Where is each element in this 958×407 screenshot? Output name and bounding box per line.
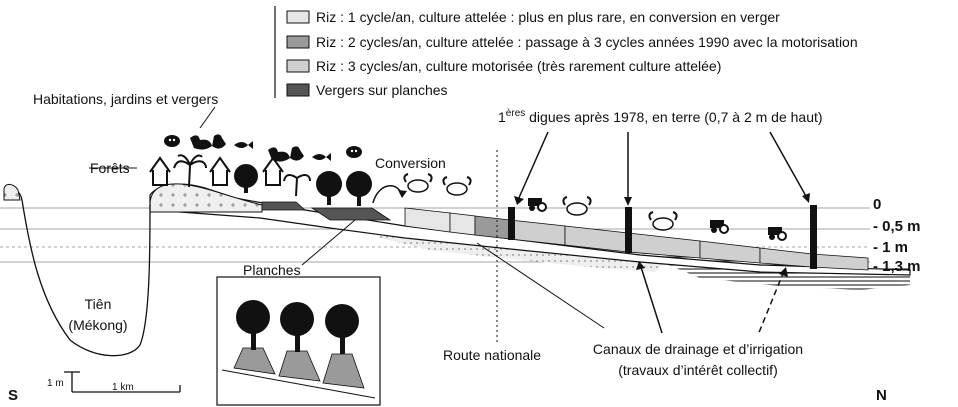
legend-swatch (286, 59, 310, 73)
paddy-2-cycles (474, 215, 511, 240)
buffalo-icon (562, 196, 592, 216)
scale-horizontal: 1 km (112, 382, 134, 393)
chicken-icon (290, 146, 304, 161)
planches-inset (216, 276, 381, 406)
tree-icon (346, 171, 372, 206)
duck-icon (268, 147, 290, 162)
conversion-label: Conversion (375, 155, 446, 171)
levee-forest (149, 183, 263, 213)
canal-pointer (476, 242, 605, 329)
route-label: Route nationale (443, 347, 541, 363)
legend-label: Riz : 1 cycle/an, culture attelée : plus… (316, 9, 780, 25)
tree-icon (316, 171, 342, 205)
river-channel (5, 187, 151, 357)
left-bank (3, 183, 21, 201)
paddy-1-cycle (449, 212, 476, 236)
legend-swatch (286, 10, 310, 24)
planches-label: Planches (243, 262, 301, 278)
legend-label: Riz : 3 cycles/an, culture motorisée (tr… (316, 58, 721, 74)
legend-item-vergers: Vergers sur planches (286, 82, 448, 98)
tree-icon (234, 164, 258, 193)
conversion-arrow (372, 185, 403, 204)
legend-item-riz-3-cycles: Riz : 3 cycles/an, culture motorisée (tr… (286, 58, 721, 74)
level-0-5: - 0,5 m (873, 218, 921, 235)
level-0: 0 (873, 196, 881, 213)
legend-label: Vergers sur planches (316, 82, 448, 98)
pig-icon (164, 135, 180, 147)
river-name: Tiên (85, 296, 112, 312)
tractor-icon (768, 227, 787, 241)
house-icon (262, 156, 284, 186)
duck-icon (190, 135, 212, 150)
digues-arrows (514, 131, 810, 206)
dike (625, 207, 632, 253)
dike (508, 207, 515, 240)
canaux-sublabel: (travaux d’intérêt collectif) (618, 362, 778, 378)
tractor-icon (710, 220, 729, 234)
legend-item-riz-2-cycles: Riz : 2 cycles/an, culture attelée : pas… (286, 34, 858, 50)
dike (810, 205, 817, 269)
tree-icon (325, 304, 359, 354)
orchard-bed (261, 201, 307, 211)
tractor-icon (528, 198, 547, 212)
buffalo-icon (403, 173, 433, 193)
legend-swatch (286, 35, 310, 49)
digues-label: 1ères digues après 1978, en terre (0,7 à… (498, 108, 823, 125)
tree-icon (236, 300, 270, 350)
buffalo-icon (648, 211, 678, 231)
pig-icon (346, 146, 362, 158)
south-label: S (8, 387, 18, 404)
dikes (508, 205, 817, 269)
canal-arrow (639, 263, 663, 334)
north-label: N (876, 387, 887, 404)
river-name-subtitle: (Mékong) (68, 317, 127, 333)
scale-vertical: 1 m (47, 378, 64, 389)
planches-pointer (301, 219, 356, 266)
habitations-label: Habitations, jardins et vergers (33, 91, 218, 107)
legend-swatch (286, 83, 310, 97)
scale-bar: 1 m 1 km (47, 371, 181, 393)
orchard-beds (261, 201, 392, 221)
paddy-3-cycles (811, 253, 869, 271)
legend: Riz : 1 cycle/an, culture attelée : plus… (274, 6, 858, 98)
animal-icons (164, 134, 362, 162)
buffalo-icon (442, 176, 472, 196)
canaux-label: Canaux de drainage et d’irrigation (593, 341, 803, 357)
chicken-icon (212, 134, 226, 149)
house-icon (209, 156, 231, 186)
house-icon (149, 156, 171, 186)
canal-arrow-dashed (757, 270, 785, 336)
tree-icon (280, 302, 314, 352)
level-1-3: - 1,3 m (873, 258, 921, 275)
settlement-icons (149, 154, 372, 206)
palm-icon (173, 154, 207, 188)
fish-icon (312, 153, 331, 161)
work-animals-and-machines (403, 173, 787, 241)
legend-item-riz-1-cycle: Riz : 1 cycle/an, culture attelée : plus… (286, 9, 780, 25)
fish-icon (234, 141, 253, 149)
level-1: - 1 m (873, 239, 908, 256)
legend-label: Riz : 2 cycles/an, culture attelée : pas… (316, 34, 858, 50)
orchard-bed (310, 207, 392, 221)
palm-icon (283, 173, 311, 197)
